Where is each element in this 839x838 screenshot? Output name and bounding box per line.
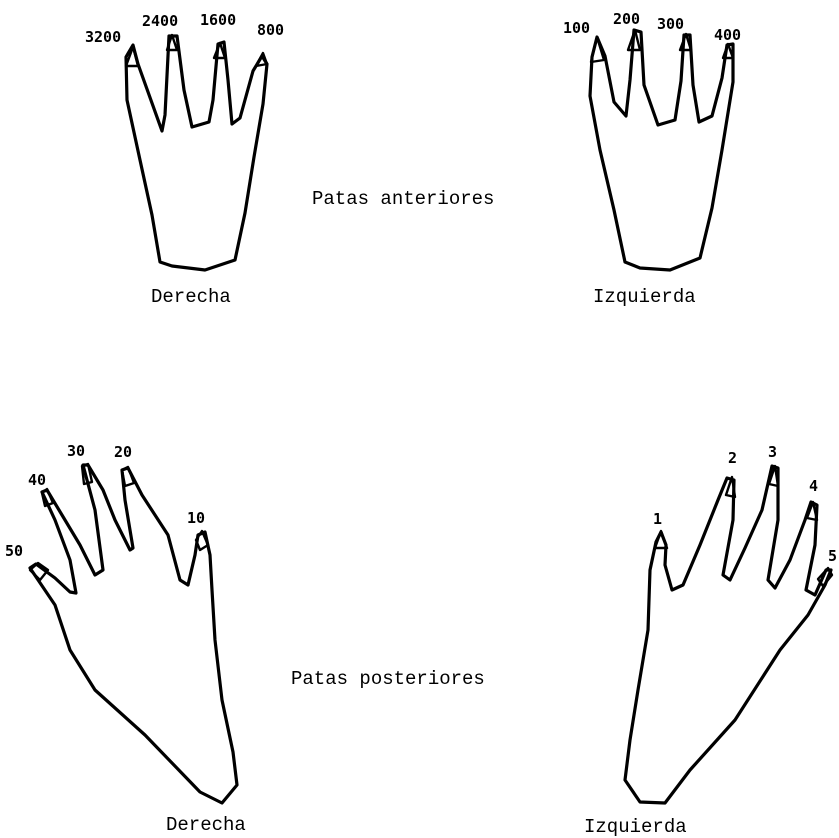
digit-label: 50 xyxy=(5,542,23,560)
front-right-paw: 3200 2400 1600 800 Derecha xyxy=(85,11,284,308)
front-left-paw-outline xyxy=(590,30,733,270)
digit-label: 100 xyxy=(563,19,590,37)
hind-left-label: Izquierda xyxy=(584,816,687,838)
digit-label: 2400 xyxy=(142,12,178,30)
digit-label: 4 xyxy=(809,477,818,495)
front-right-label: Derecha xyxy=(151,286,231,308)
hind-left-paw: 1 2 3 4 5 Izquierda xyxy=(584,443,837,838)
front-left-paw: 100 200 300 400 Izquierda xyxy=(563,10,741,308)
digit-label: 5 xyxy=(828,547,837,565)
front-paws-heading: Patas anteriores xyxy=(312,188,494,210)
digit-label: 1600 xyxy=(200,11,236,29)
digit-label: 30 xyxy=(67,442,85,460)
hind-paws-heading: Patas posteriores xyxy=(291,668,485,690)
nail xyxy=(591,37,604,62)
nail xyxy=(655,531,667,548)
digit-label: 10 xyxy=(187,509,205,527)
front-right-paw-outline xyxy=(126,36,267,270)
digit-label: 2 xyxy=(728,449,737,467)
digit-label: 1 xyxy=(653,510,662,528)
digit-label: 3 xyxy=(768,443,777,461)
nail xyxy=(122,467,134,486)
digit-label: 20 xyxy=(114,443,132,461)
hind-right-paw-outline xyxy=(30,465,237,803)
nail xyxy=(818,568,832,586)
digit-label: 40 xyxy=(28,471,46,489)
digit-label: 200 xyxy=(613,10,640,28)
digit-label: 3200 xyxy=(85,28,121,46)
front-left-label: Izquierda xyxy=(593,286,696,308)
digit-label: 300 xyxy=(657,15,684,33)
digit-label: 800 xyxy=(257,21,284,39)
hind-right-paw: 50 40 30 20 10 Derecha xyxy=(5,442,246,836)
digit-label: 400 xyxy=(714,26,741,44)
hind-right-label: Derecha xyxy=(166,814,246,836)
